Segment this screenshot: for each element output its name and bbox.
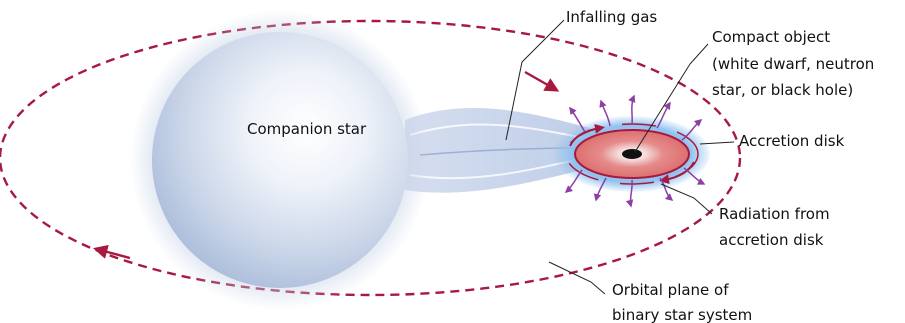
label-compact-object: Compact object (white dwarf, neutron sta… bbox=[712, 28, 879, 99]
label-accretion-disk: Accretion disk bbox=[739, 132, 845, 150]
label-companion-star: Companion star bbox=[247, 120, 367, 138]
label-infalling-gas: Infalling gas bbox=[566, 8, 657, 26]
compact-object bbox=[622, 149, 642, 159]
label-radiation: Radiation from accretion disk bbox=[719, 205, 834, 249]
label-orbital-plane: Orbital plane of binary star system bbox=[612, 281, 752, 323]
companion-star bbox=[130, 10, 430, 310]
